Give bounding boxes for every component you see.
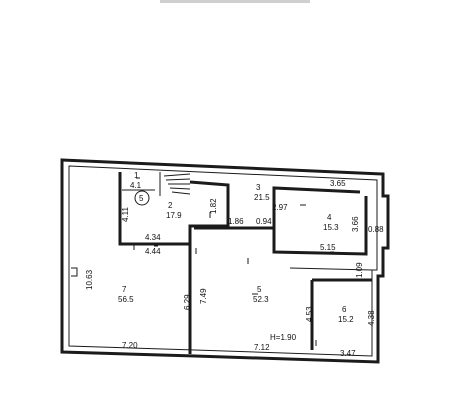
dim-3-65: 3.65 [330, 179, 346, 188]
stair-outline [159, 172, 191, 196]
corridor-room5-room6 [289, 267, 373, 271]
room-1-area: 4.1 [130, 181, 142, 190]
dim-4-53: 4.53 [305, 306, 314, 322]
dim-7-20: 7.20 [122, 341, 138, 350]
dim-4-11: 4.11 [121, 206, 130, 222]
outer-wall [60, 158, 390, 364]
room-2-area: 17.9 [166, 211, 182, 220]
room-7-area: 56.5 [118, 295, 134, 304]
dim-3-47: 3.47 [340, 349, 356, 358]
room-7-number: 7 [122, 285, 127, 294]
room-5-number: 5 [257, 285, 262, 294]
room-3-area: 21.5 [254, 193, 270, 202]
wall-room4 [272, 188, 368, 256]
dim-4-44: 4.44 [145, 247, 161, 256]
room-4-number: 4 [327, 213, 332, 222]
dim-0-88: 0.88 [368, 225, 384, 234]
room-6-area: 15.2 [338, 315, 354, 324]
dim-1-09: 1.09 [355, 262, 364, 278]
dim-10-63: 10.63 [85, 269, 94, 290]
floor-marker-circle [134, 190, 150, 206]
door-marks [71, 177, 334, 346]
dim-0-94: 0.94 [256, 217, 272, 226]
wall-room7-east [118, 172, 192, 354]
room-3-number: 3 [256, 183, 261, 192]
dim-2-97: 2.97 [272, 203, 288, 212]
dim-1-86: 1.86 [228, 217, 244, 226]
scan-edge-band [160, 0, 310, 3]
dim-5-15: 5.15 [320, 243, 336, 252]
dim-6-29: 6.29 [183, 294, 192, 310]
room-1-number: 1 [134, 171, 139, 180]
dim-7-49: 7.49 [199, 288, 208, 304]
height-label: H=1.90 [270, 333, 297, 342]
dim-1-82: 1.82 [209, 198, 218, 214]
room-4-area: 15.3 [323, 223, 339, 232]
floor-marker-number: 5 [139, 194, 144, 203]
dim-4-38: 4.38 [367, 310, 376, 326]
wall-room6 [310, 278, 372, 350]
room-6-number: 6 [342, 305, 347, 314]
dim-3-66: 3.66 [351, 216, 360, 232]
outer-wall-inner-line [68, 165, 378, 357]
wall-room2-room3 [188, 180, 230, 244]
dim-7-12: 7.12 [254, 343, 270, 352]
room-5-area: 52.3 [253, 295, 269, 304]
dim-4-34: 4.34 [145, 233, 161, 242]
room-2-number: 2 [168, 201, 173, 210]
